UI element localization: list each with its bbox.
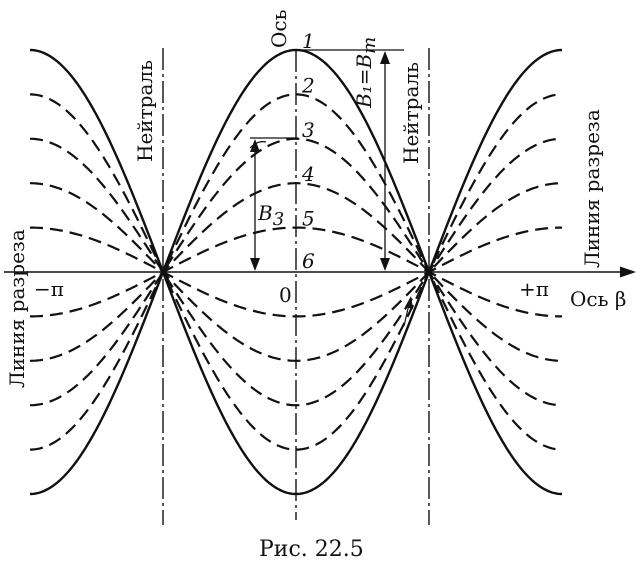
right-neutral-arrow-head bbox=[405, 296, 413, 309]
curve-number-2: 2 bbox=[301, 73, 315, 97]
curve-number-5: 5 bbox=[302, 207, 315, 231]
beta-axis-label: Ось β bbox=[570, 287, 626, 311]
cut-line-right-label: Линия разреза bbox=[580, 109, 604, 268]
curve-3-upper bbox=[30, 137, 562, 407]
b3-label: B3 bbox=[257, 201, 284, 230]
curve-number-3: 3 bbox=[302, 118, 315, 142]
b1-bm-label: B₁=Bm bbox=[352, 37, 380, 109]
neutral-left-label: Нейтраль bbox=[133, 60, 157, 162]
curve-number-labels: 1 2 3 4 5 6 bbox=[301, 29, 315, 273]
curve-number-1: 1 bbox=[302, 29, 315, 53]
curve-number-6: 6 bbox=[302, 249, 315, 273]
left-neutral-arrow bbox=[249, 141, 267, 149]
neutral-right-label: Нейтраль bbox=[399, 62, 423, 164]
curve-3-lower bbox=[30, 137, 562, 407]
figure-caption: Рис. 22.5 bbox=[259, 537, 364, 562]
beta-axis-arrow bbox=[620, 266, 636, 278]
plus-pi-label: +π bbox=[519, 277, 549, 301]
curve-2-lower bbox=[30, 93, 562, 451]
cut-line-left-label: Линия разреза bbox=[5, 229, 29, 388]
curve-2-upper bbox=[30, 93, 562, 451]
b1-arrow-head-top bbox=[380, 51, 390, 64]
minus-pi-label: −π bbox=[34, 277, 64, 301]
b3-arrow-head-top bbox=[250, 139, 260, 152]
vertical-axis-label: Ось bbox=[267, 9, 291, 48]
curve-number-4: 4 bbox=[301, 162, 315, 186]
origin-label: 0 bbox=[279, 283, 292, 307]
b1-arrow-head-bottom bbox=[380, 258, 390, 271]
b3-arrow-head-bottom bbox=[250, 258, 260, 271]
